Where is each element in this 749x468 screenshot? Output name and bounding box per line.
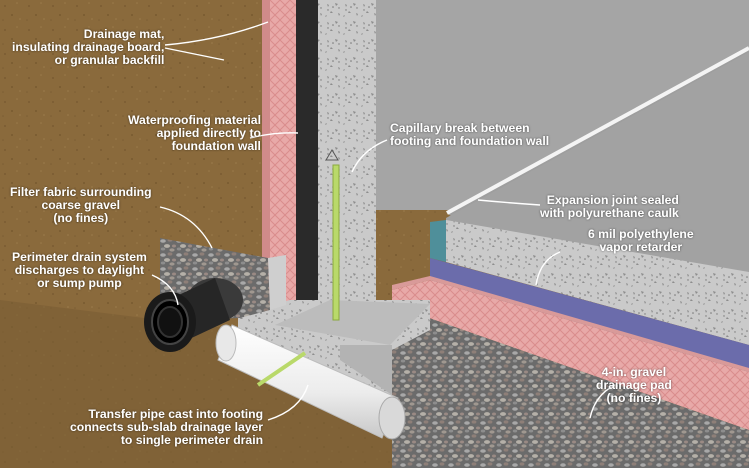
- waterproofing-membrane: [296, 0, 318, 310]
- vapor-retarder-layer: [430, 258, 749, 372]
- concrete-slab: [446, 220, 749, 345]
- label-expansion-joint: Expansion joint sealed with polyurethane…: [540, 193, 679, 220]
- expansion-joint-line: [446, 46, 749, 215]
- gravel-drainage-pad: [392, 305, 749, 468]
- label-filter-fabric: Filter fabric surrounding coarse gravel …: [10, 185, 152, 225]
- sub-slab-insulation: [392, 280, 749, 430]
- label-gravel-pad: 4-in. gravel drainage pad (no fines): [596, 365, 672, 405]
- capillary-break-tube: [332, 164, 340, 321]
- label-drainage-mat: Drainage mat, insulating drainage board,…: [12, 27, 165, 67]
- label-transfer-pipe: Transfer pipe cast into footing connects…: [70, 407, 264, 447]
- joint-filler: [430, 220, 446, 262]
- slab-top-surface: [376, 0, 749, 210]
- footing-tube: [256, 351, 307, 387]
- label-capillary-break: Capillary break between footing and foun…: [390, 121, 550, 148]
- slab-top-plane: [446, 52, 749, 272]
- foundation-wall: [318, 0, 376, 315]
- insulating-drainage-board: [270, 0, 296, 310]
- label-perimeter-drain: Perimeter drain system discharges to day…: [12, 250, 147, 290]
- label-vapor-retarder: 6 mil polyethylene vapor retarder: [588, 227, 694, 254]
- label-waterproofing: Waterproofing material applied directly …: [128, 113, 261, 153]
- footing-top: [275, 300, 430, 345]
- leader-lines: [151, 21, 616, 421]
